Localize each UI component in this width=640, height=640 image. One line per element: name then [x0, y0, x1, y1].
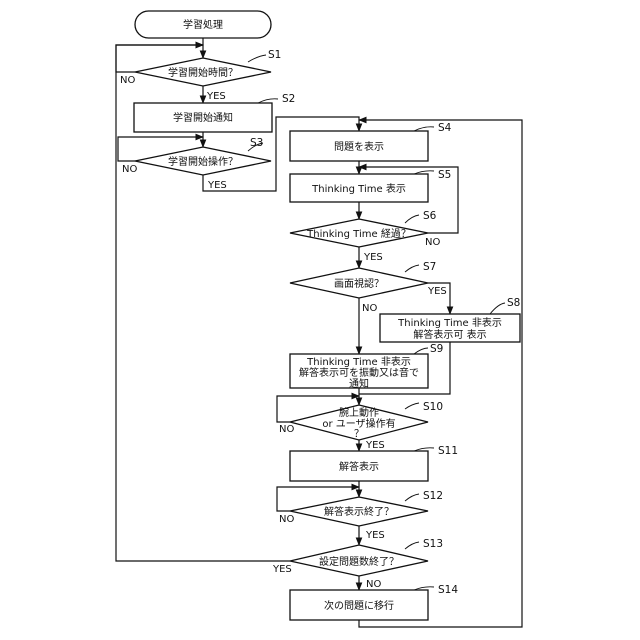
- step-s1-yes-label: YES: [206, 91, 226, 102]
- step-s2-label: 学習開始通知: [173, 111, 233, 124]
- step-s8-line-2: 解答表示可 表示: [413, 328, 486, 341]
- step-s10-line-3: ？: [354, 429, 364, 440]
- step-s9: Thinking Time 非表示 解答表示可を振動又は音で 通知 S9: [290, 343, 443, 390]
- step-s9-line-3: 通知: [349, 377, 369, 390]
- step-s12-yes-label: YES: [365, 530, 385, 541]
- step-s3-no-label: NO: [122, 164, 137, 175]
- step-s5-label: Thinking Time 表示: [311, 182, 406, 195]
- step-s7: 画面視認？ S7 YES NO: [290, 261, 447, 314]
- step-s7-yes-label: YES: [427, 286, 447, 297]
- step-s1-id: S1: [268, 49, 281, 61]
- step-s6-yes-label: YES: [363, 252, 383, 263]
- step-s13: 設定問題数終了？ S13 YES NO: [272, 538, 443, 590]
- step-s6-id: S6: [423, 210, 437, 222]
- step-s4-id: S4: [438, 122, 452, 134]
- step-s2-id: S2: [282, 93, 295, 105]
- step-s9-id: S9: [430, 343, 443, 355]
- step-s12-no-label: NO: [279, 514, 294, 525]
- step-s12-label: 解答表示終了？: [324, 505, 394, 518]
- step-s13-id: S13: [423, 538, 443, 550]
- step-s10-no-label: NO: [279, 424, 294, 435]
- step-s1-no-label: NO: [120, 75, 135, 86]
- step-s6-no-label: NO: [425, 237, 440, 248]
- step-s13-no-label: NO: [366, 579, 381, 590]
- step-s7-label: 画面視認？: [334, 277, 384, 290]
- step-s10-yes-label: YES: [365, 440, 385, 451]
- start-label: 学習処理: [183, 18, 223, 31]
- step-s10-line-1: 腕上動作: [339, 406, 379, 419]
- step-s8-id: S8: [507, 297, 520, 309]
- step-s13-label: 設定問題数終了？: [319, 555, 399, 568]
- step-s14-id: S14: [438, 584, 458, 596]
- step-s3: 学習開始操作？ S3 YES NO: [122, 137, 271, 191]
- step-s7-id: S7: [423, 261, 436, 273]
- step-s12-id: S12: [423, 490, 443, 502]
- step-s9-line-2: 解答表示可を振動又は音で: [299, 366, 419, 379]
- step-s14-label: 次の問題に移行: [324, 599, 394, 612]
- step-s9-line-1: Thinking Time 非表示: [306, 355, 411, 368]
- step-s13-yes-label: YES: [272, 564, 292, 575]
- step-s6: Thinking Time 経過？ S6 YES NO: [290, 210, 440, 263]
- step-s1: 学習開始時間？ S1 YES NO: [120, 49, 281, 102]
- step-s7-no-label: NO: [362, 303, 377, 314]
- step-s3-label: 学習開始操作？: [168, 155, 238, 168]
- step-s5-id: S5: [438, 169, 451, 181]
- step-s3-yes-label: YES: [207, 180, 227, 191]
- step-s14: 次の問題に移行 S14: [290, 584, 458, 620]
- start-terminal: 学習処理: [135, 11, 271, 38]
- step-s5: Thinking Time 表示 S5: [290, 169, 451, 202]
- step-s8-line-1: Thinking Time 非表示: [397, 316, 502, 329]
- step-s11-id: S11: [438, 445, 458, 457]
- step-s12: 解答表示終了？ S12 YES NO: [279, 490, 443, 541]
- step-s1-label: 学習開始時間？: [168, 66, 238, 79]
- step-s3-id: S3: [250, 137, 263, 149]
- step-s10: 腕上動作 or ユーザ操作有 ？ S10 YES NO: [279, 401, 443, 451]
- step-s11: 解答表示 S11: [290, 445, 458, 481]
- step-s11-label: 解答表示: [339, 460, 379, 473]
- step-s10-id: S10: [423, 401, 443, 413]
- step-s6-label: Thinking Time 経過？: [306, 227, 411, 240]
- step-s4-label: 問題を表示: [334, 140, 384, 153]
- step-s4: 問題を表示 S4: [290, 122, 452, 161]
